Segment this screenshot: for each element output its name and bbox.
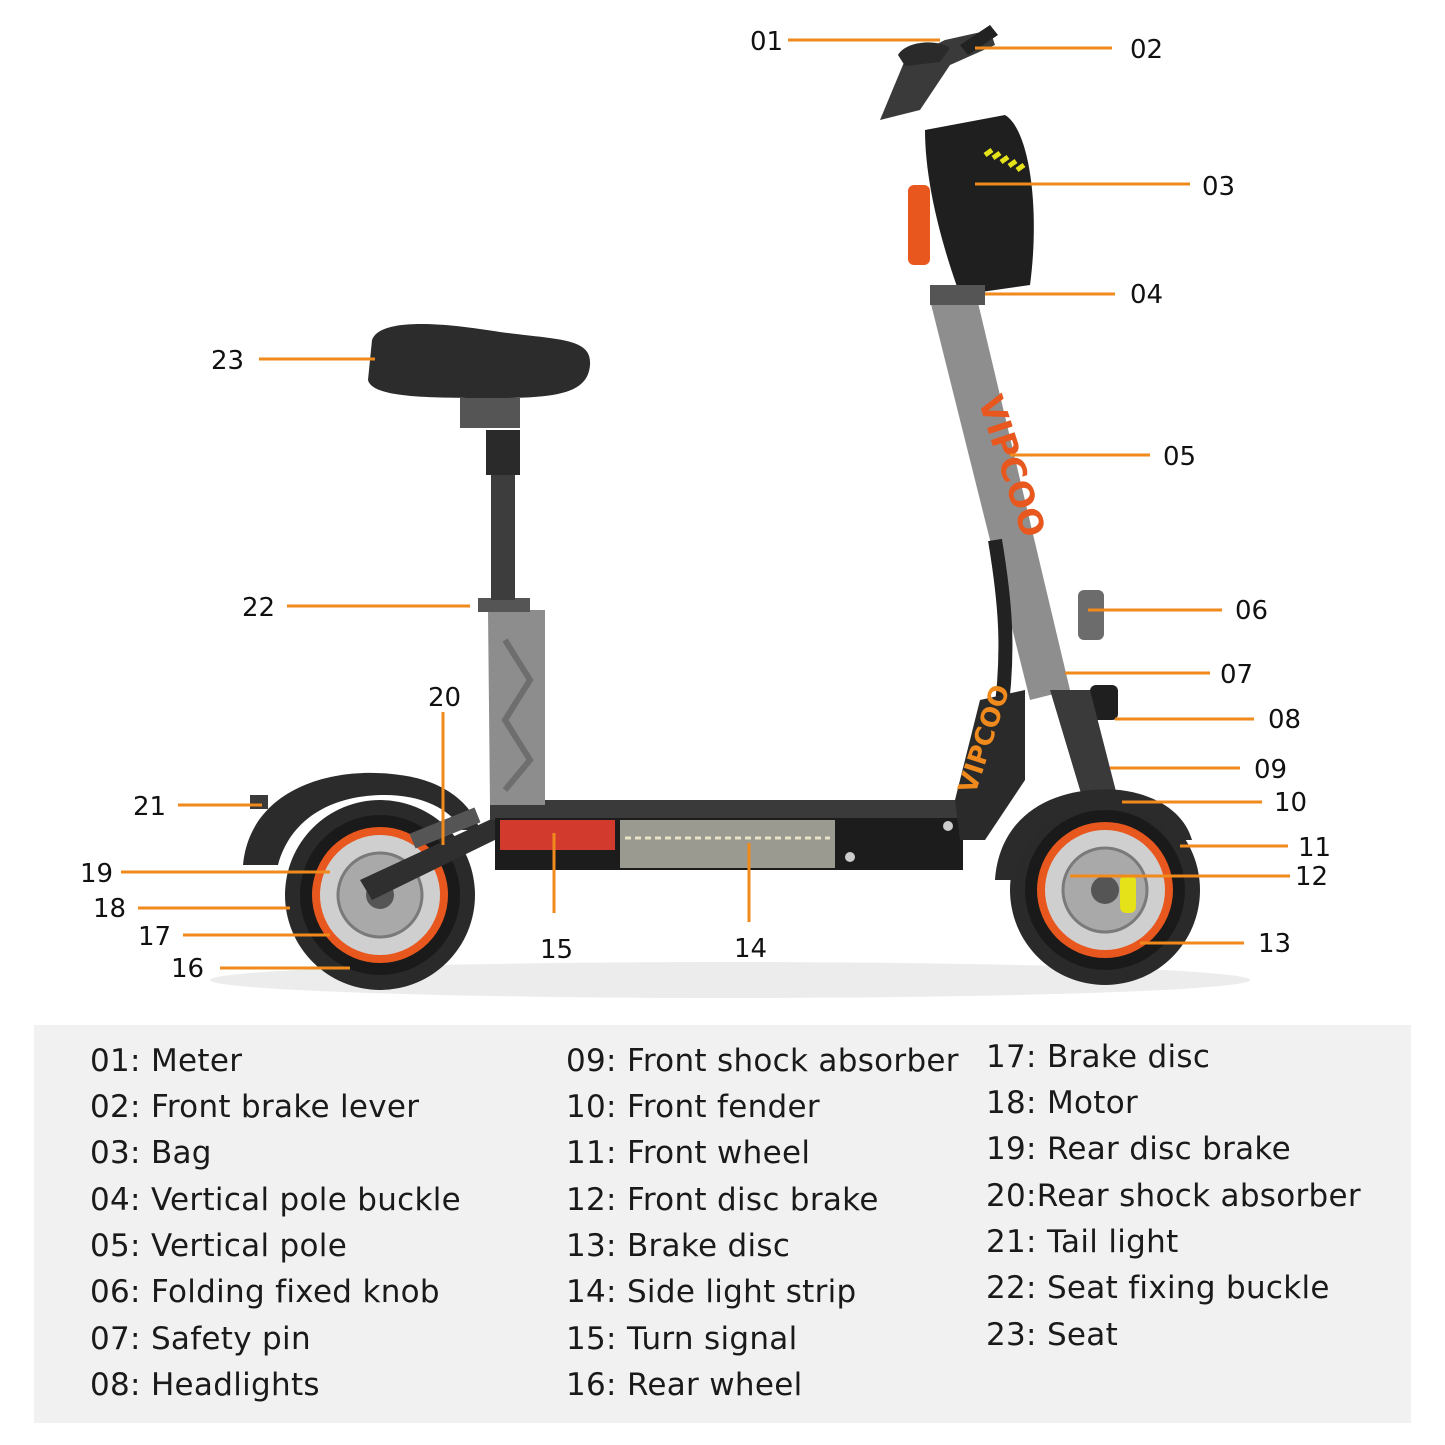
legend-item: 03: Bag — [90, 1135, 212, 1171]
scooter-diagram: VIPCOO VIPCOO — [80, 25, 1331, 998]
callout-17: 17 — [138, 922, 171, 952]
front-wheel — [1010, 795, 1200, 985]
callout-07: 07 — [1220, 660, 1253, 690]
legend-item: 02: Front brake lever — [90, 1089, 420, 1125]
legend-item: 13: Brake disc — [566, 1228, 791, 1264]
callout-03: 03 — [1202, 172, 1235, 202]
legend-item: 16: Rear wheel — [566, 1367, 803, 1403]
bag-stripes — [983, 147, 1026, 173]
callout-08: 08 — [1268, 705, 1301, 735]
callout-12: 12 — [1295, 862, 1328, 892]
headlight — [1090, 685, 1118, 720]
seat-fixing-buckle — [478, 598, 530, 612]
legend-item: 12: Front disc brake — [566, 1182, 879, 1218]
callout-06: 06 — [1235, 596, 1268, 626]
rear-shock — [409, 807, 481, 849]
callout-02: 02 — [1130, 35, 1163, 65]
vertical-pole — [930, 290, 1070, 700]
callout-21: 21 — [133, 792, 166, 822]
legend-item: 15: Turn signal — [566, 1321, 798, 1357]
callout-01: 01 — [750, 27, 783, 57]
callout-09: 09 — [1254, 755, 1287, 785]
front-reflector — [1120, 875, 1136, 913]
legend-item: 01: Meter — [90, 1043, 243, 1079]
callout-14: 14 — [734, 934, 767, 964]
legend-item: 05: Vertical pole — [90, 1228, 348, 1264]
callout-18: 18 — [93, 894, 126, 924]
legend-item: 08: Headlights — [90, 1367, 320, 1403]
legend-item: 14: Side light strip — [566, 1274, 857, 1310]
legend-item: 04: Vertical pole buckle — [90, 1182, 462, 1218]
legend-item: 11: Front wheel — [566, 1135, 811, 1171]
bag-reflector — [908, 185, 930, 265]
callout-numbers: 01 02 03 04 05 06 07 08 09 10 11 12 13 1… — [80, 27, 1331, 984]
callout-10: 10 — [1274, 788, 1307, 818]
callout-13: 13 — [1258, 929, 1291, 959]
legend-item: 09: Front shock absorber — [566, 1043, 959, 1079]
ground-shadow — [210, 962, 1250, 998]
rear-swing-arm — [360, 815, 505, 900]
seat-post — [491, 470, 515, 600]
meter — [898, 42, 950, 66]
legend-panel: 01: Meter 02: Front brake lever 03: Bag … — [34, 1025, 1411, 1423]
legend-item: 07: Safety pin — [90, 1321, 311, 1357]
seat-spring — [486, 430, 520, 475]
legend-item: 19: Rear disc brake — [986, 1131, 1291, 1167]
seat-clamp — [460, 398, 520, 428]
bag — [925, 115, 1034, 295]
legend-item: 18: Motor — [986, 1085, 1139, 1121]
callout-23: 23 — [211, 346, 244, 376]
legend-item: 22: Seat fixing buckle — [986, 1270, 1330, 1306]
seat-bracket-cutouts — [501, 638, 534, 792]
front-fender — [995, 789, 1192, 880]
legend-item: 10: Front fender — [566, 1089, 820, 1125]
deck — [490, 800, 963, 870]
rear-fender — [243, 772, 480, 865]
front-body-panel — [955, 690, 1025, 840]
callout-20: 20 — [428, 683, 461, 713]
legend-item: 21: Tail light — [986, 1224, 1179, 1260]
callout-19: 19 — [80, 859, 113, 889]
callout-22: 22 — [242, 593, 275, 623]
side-light-strip — [620, 820, 835, 868]
legend-item: 23: Seat — [986, 1317, 1119, 1353]
turn-signal-light — [500, 820, 615, 850]
legend-item: 17: Brake disc — [986, 1039, 1211, 1075]
folding-knob — [1078, 590, 1104, 640]
legend-item: 06: Folding fixed knob — [90, 1274, 440, 1310]
front-brake-lever — [960, 25, 998, 55]
tail-light — [250, 795, 268, 809]
seat — [368, 323, 591, 398]
legend-item: 20:Rear shock absorber — [986, 1178, 1361, 1214]
callout-15: 15 — [540, 935, 573, 965]
callout-04: 04 — [1130, 280, 1163, 310]
leader-lines — [121, 38, 1290, 970]
callout-16: 16 — [171, 954, 204, 984]
callout-05: 05 — [1163, 442, 1196, 472]
vertical-pole-buckle — [930, 285, 985, 305]
callout-11: 11 — [1298, 833, 1331, 863]
